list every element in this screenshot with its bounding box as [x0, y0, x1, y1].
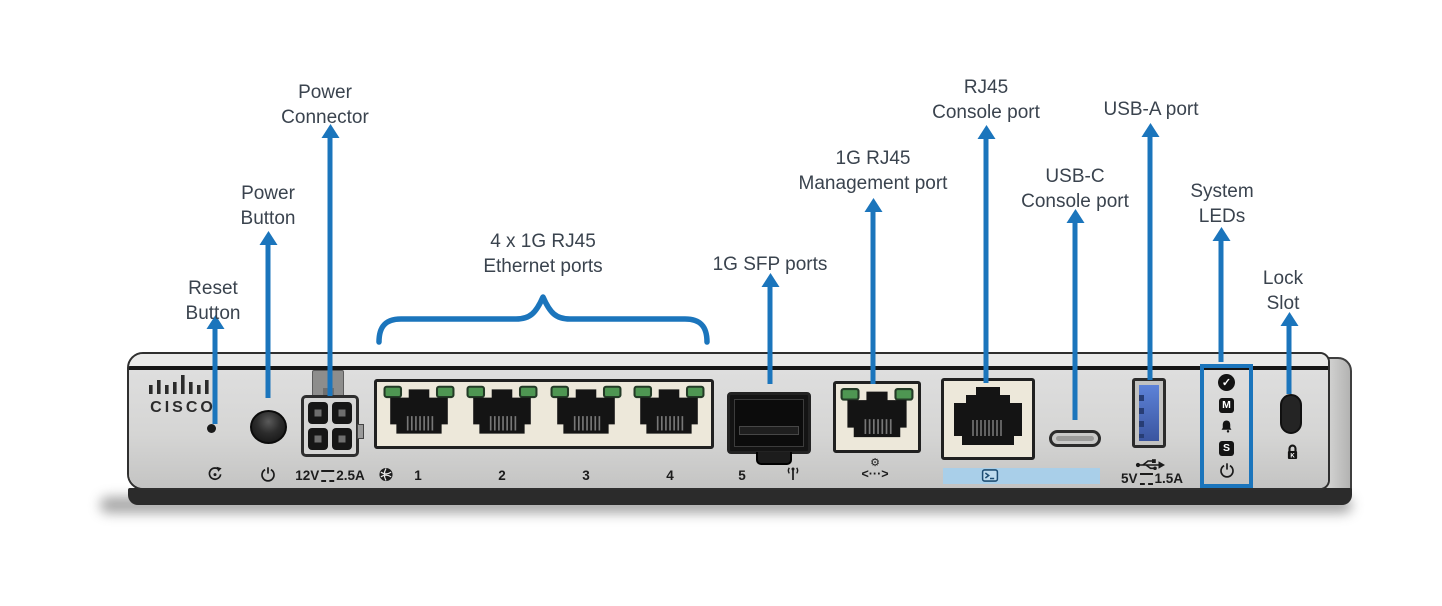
arrow-usba-port — [1147, 135, 1153, 380]
led-s-badge: S — [1219, 440, 1234, 456]
label-reset-button: Reset Button — [186, 276, 241, 326]
label-line: Lock — [1262, 268, 1304, 289]
ethernet-port-group — [374, 379, 714, 449]
port-number-5: 5 — [738, 468, 746, 483]
label-line: Slot — [1266, 293, 1300, 314]
console-highlight-bar — [943, 468, 1100, 484]
arrow-reset-button — [212, 327, 218, 424]
port-number-4: 4 — [666, 468, 674, 483]
rj45-console-port[interactable] — [941, 378, 1035, 460]
kensington-lock-icon — [1284, 443, 1301, 461]
label-usbc-console-port: USB-C Console port — [1021, 164, 1129, 214]
usb-current: 1.5A — [1154, 471, 1184, 486]
ethernet-port-1[interactable] — [383, 385, 455, 441]
label-line: Button — [240, 208, 296, 229]
label-line: Management port — [798, 173, 948, 194]
check-circle-icon: ✓ — [1218, 374, 1235, 391]
port-number-2: 2 — [498, 468, 506, 483]
usb-rating-label: 5V 1.5A — [1121, 471, 1183, 486]
chassis-top-lid — [129, 354, 1328, 370]
label-line: Console port — [1021, 191, 1129, 212]
label-line: Reset — [188, 278, 238, 299]
rj45-keystone-jack — [946, 384, 1030, 454]
label-line: System — [1190, 181, 1254, 202]
power-connector[interactable] — [301, 395, 359, 457]
rj45-jack — [840, 387, 914, 445]
antenna-icon — [785, 466, 801, 482]
usb-trident-icon — [1135, 456, 1165, 470]
sfp-port[interactable] — [727, 392, 811, 454]
arrow-lock-slot — [1286, 324, 1292, 394]
arrow-power-connector — [327, 136, 333, 396]
power-connector-pin — [332, 402, 352, 424]
dc-current-icon — [321, 469, 335, 482]
label-usba-port: USB-A port — [1103, 97, 1198, 122]
label-lock-slot: Lock Slot — [1263, 266, 1303, 316]
label-sfp-ports: 1G SFP ports — [713, 252, 828, 277]
brace-ethernet-ports — [376, 294, 710, 345]
label-line: Button — [185, 303, 241, 324]
power-button[interactable] — [250, 410, 287, 444]
usbc-console-port[interactable] — [1049, 430, 1101, 447]
label-line: Console port — [932, 102, 1040, 123]
label-line: 1G SFP ports — [712, 254, 828, 275]
arrow-system-leds — [1218, 239, 1224, 362]
power-connector-pin — [332, 428, 352, 450]
management-port[interactable] — [833, 381, 921, 453]
label-power-button: Power Button — [241, 181, 296, 231]
label-line: LEDs — [1198, 206, 1246, 227]
label-line: RJ45 — [963, 77, 1009, 98]
label-ethernet-ports: 4 x 1G RJ45 Ethernet ports — [483, 229, 602, 279]
gear-icon: ⚙ — [870, 457, 880, 469]
reset-icon — [207, 466, 223, 482]
label-line: USB-C — [1045, 166, 1105, 187]
ethernet-port-2[interactable] — [466, 385, 538, 441]
cisco-logo — [141, 372, 233, 416]
usba-tongue — [1139, 385, 1159, 441]
label-line: Connector — [281, 107, 369, 128]
power-current: 2.5A — [336, 468, 365, 483]
usba-port[interactable] — [1132, 378, 1166, 448]
label-power-connector: Power Connector — [281, 80, 369, 130]
power-rating-label: 12V 2.5A — [295, 468, 365, 483]
sfp-latch — [756, 452, 792, 465]
arrow-power-button — [265, 243, 271, 398]
led-m-badge: M — [1219, 397, 1234, 413]
arrow-management-port — [870, 210, 876, 384]
label-rj45-console-port: RJ45 Console port — [932, 75, 1040, 125]
network-brackets-icon: <···> — [861, 467, 889, 481]
arrow-sfp-ports — [767, 285, 773, 384]
power-voltage: 12V — [295, 468, 320, 483]
chassis-bottom-edge — [128, 488, 1352, 505]
label-line: Power — [298, 82, 352, 103]
lock-slot[interactable] — [1280, 394, 1302, 434]
arrow-rj45-console-port — [983, 137, 989, 383]
bell-icon — [1219, 419, 1234, 434]
terminal-icon — [981, 469, 999, 482]
power-connector-pin — [308, 402, 328, 424]
power-connector-latch — [357, 424, 364, 439]
label-system-leds: System LEDs — [1190, 179, 1253, 229]
label-line: USB-A port — [1103, 99, 1199, 120]
reset-button[interactable] — [207, 424, 216, 433]
system-led-panel: ✓ M S — [1200, 364, 1253, 488]
label-line: 1G RJ45 — [835, 148, 911, 169]
management-port-icon: ⚙ <···> — [861, 457, 889, 481]
port-number-1: 1 — [414, 468, 422, 483]
ethernet-port-4[interactable] — [633, 385, 705, 441]
label-line: Ethernet ports — [483, 256, 603, 277]
dc-current-icon — [1139, 472, 1153, 485]
globe-icon — [379, 467, 394, 482]
port-number-3: 3 — [582, 468, 590, 483]
power-symbol-icon — [1219, 462, 1235, 478]
usb-voltage: 5V — [1120, 471, 1138, 486]
arrow-usbc-console-port — [1072, 221, 1078, 420]
power-connector-pin — [308, 428, 328, 450]
label-line: Power — [241, 183, 295, 204]
ethernet-port-3[interactable] — [550, 385, 622, 441]
power-symbol-icon — [260, 466, 276, 482]
label-line: 4 x 1G RJ45 — [490, 231, 596, 252]
label-management-port: 1G RJ45 Management port — [799, 146, 948, 196]
